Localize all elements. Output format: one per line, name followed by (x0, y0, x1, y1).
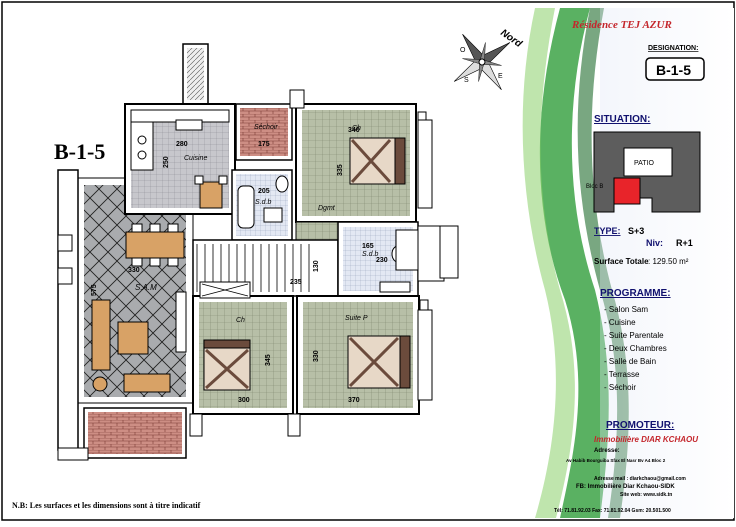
situation-map (593, 131, 701, 213)
patio-label: PATIO (634, 160, 655, 167)
designation-box (645, 57, 705, 81)
situation-label: SITUATION: (594, 114, 650, 125)
dim-kitchen-w: 280 (176, 141, 188, 148)
residence-title: Résidence TEJ AZUR (571, 19, 672, 31)
compass-east-label: E (498, 73, 503, 80)
dim-room1-w: 340 (348, 127, 360, 134)
bed-icon (349, 137, 406, 185)
programme-list: - Salon Sam - Cuisine - Suite Parentale … (604, 305, 667, 392)
niv-label: Niv: (646, 238, 663, 248)
living-label: S.A.M (135, 283, 157, 292)
site-line: Site web: www.sidk.tn (620, 492, 672, 498)
shower-label: Séchoir (254, 124, 278, 131)
designation-label: DESIGNATION: (648, 45, 698, 52)
dim-room2-w: 300 (238, 397, 250, 404)
bath-label: S.d.b (255, 199, 271, 206)
dim-kitchen-h: 250 (163, 156, 170, 168)
room1-label: Ch (352, 125, 361, 132)
address-label: Adresse: (594, 448, 620, 454)
footnote: N.B: Les surfaces et les dimensions sont… (12, 501, 201, 510)
type-value: S+3 (628, 226, 644, 236)
address-line: Av Habib Bourguiba Sfax El Nasr Bv A4 Bl… (566, 458, 666, 463)
dining-table (125, 223, 185, 267)
programme-item: - Salle de Bain (604, 357, 656, 366)
dim-suite-h: 330 (313, 350, 320, 362)
bed-icon (203, 339, 251, 391)
bath2-label: S.d.b (362, 251, 378, 258)
compass-rose-icon (453, 33, 511, 91)
dim-suite-w: 370 (348, 397, 360, 404)
dim-bath: 205 (258, 188, 270, 195)
programme-item: - Suite Parentale (604, 331, 664, 340)
programme-item: - Terrasse (604, 370, 640, 379)
niv-value: R+1 (676, 238, 693, 248)
promoteur-name: Immobilière DIAR KCHAOU (594, 435, 698, 444)
email-line: Adresse mail : diarkchaou@gmail.com (594, 476, 686, 482)
dim-bath2-w: 165 (362, 243, 374, 250)
dim-hall: 235 (290, 279, 302, 286)
room2-label: Ch (236, 317, 245, 324)
surface-label: Surface Totale (594, 257, 649, 266)
dim-room1-h: 335 (337, 164, 344, 176)
programme-item: - Séchoir (604, 383, 636, 392)
bloc-label: Bloc B (586, 184, 603, 190)
fb-line: FB: Immobilière Diar Kchaou-SIDK (576, 484, 675, 490)
programme-label: PROGRAMME: (600, 288, 671, 299)
corridor-label: Dgmt (318, 205, 336, 212)
programme-item: - Deux Chambres (604, 344, 667, 353)
type-label: TYPE: (594, 226, 621, 236)
bed-icon (347, 335, 411, 389)
sofa (91, 299, 171, 393)
dim-hall2: 130 (313, 260, 320, 272)
unit-location-marker (613, 177, 641, 205)
dim-living-h: 575 (91, 284, 98, 296)
dim-bath2-h: 230 (376, 257, 388, 264)
dim-shower: 175 (258, 141, 270, 148)
suite-label: Suite P (345, 315, 368, 322)
compass-west-label: O (460, 47, 466, 54)
surface-value: : 129.50 m² (648, 257, 689, 266)
designation-value: B-1-5 (656, 62, 691, 78)
unit-code: B-1-5 (54, 139, 105, 164)
dim-room2-h: 345 (265, 354, 272, 366)
compass-south-label: S (464, 77, 469, 84)
programme-item: - Cuisine (604, 318, 636, 327)
programme-item: - Salon Sam (604, 305, 648, 314)
kitchen-label: Cuisine (184, 155, 207, 162)
phone-line: Tél: 71.81.92.03 Fax: 71.81.92.04 Gsm: 2… (554, 508, 671, 514)
dim-living-w: 330 (128, 267, 140, 274)
promoteur-label: PROMOTEUR: (606, 420, 674, 431)
